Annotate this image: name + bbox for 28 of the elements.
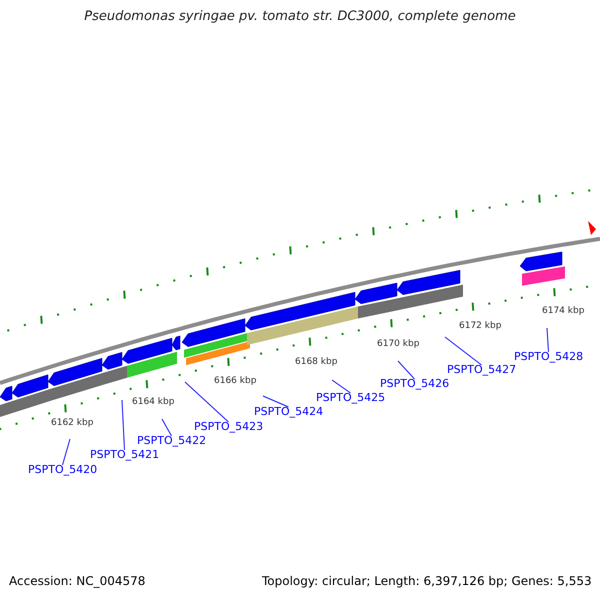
gene-label: PSPTO_5420 (28, 464, 98, 477)
scale-label: 6164 kbp (132, 397, 174, 408)
leader-line (444, 336, 482, 366)
gene-label: PSPTO_5422 (137, 435, 206, 448)
leader-line (62, 438, 70, 466)
gene-label: PSPTO_5423 (194, 421, 264, 434)
gene-label: PSPTO_5425 (316, 392, 386, 405)
gene-label: PSPTO_5428 (514, 351, 584, 364)
leader-line (332, 380, 351, 394)
info-text: Accession: NC_004578 (9, 575, 146, 589)
gene-label: PSPTO_5421 (90, 449, 160, 462)
leader-line (398, 360, 415, 380)
gene-label: PSPTO_5427 (447, 364, 516, 377)
leader-line (184, 382, 229, 422)
leader-line (122, 400, 125, 450)
scale-label: 6172 kbp (459, 321, 502, 332)
scale-label: 6168 kbp (295, 357, 338, 368)
scale-label: 6166 kbp (214, 376, 256, 386)
leader-line (162, 418, 172, 436)
gene-label: PSPTO_5426 (380, 378, 450, 391)
leader-line (262, 396, 289, 408)
scale-label: 6170 kbp (377, 339, 420, 350)
info-text: Topology: circular; Length: 6,397,126 bp; Genes: 5,553 (262, 575, 592, 589)
gene-label: PSPTO_5424 (254, 406, 324, 419)
scale-label: 6174 kbp (542, 306, 584, 316)
scale-label: 6162 kbp (51, 418, 94, 428)
title: Pseudomonas syringae pv. tomato str. DC3000, complete genome (83, 10, 517, 25)
leader-line (546, 328, 549, 352)
